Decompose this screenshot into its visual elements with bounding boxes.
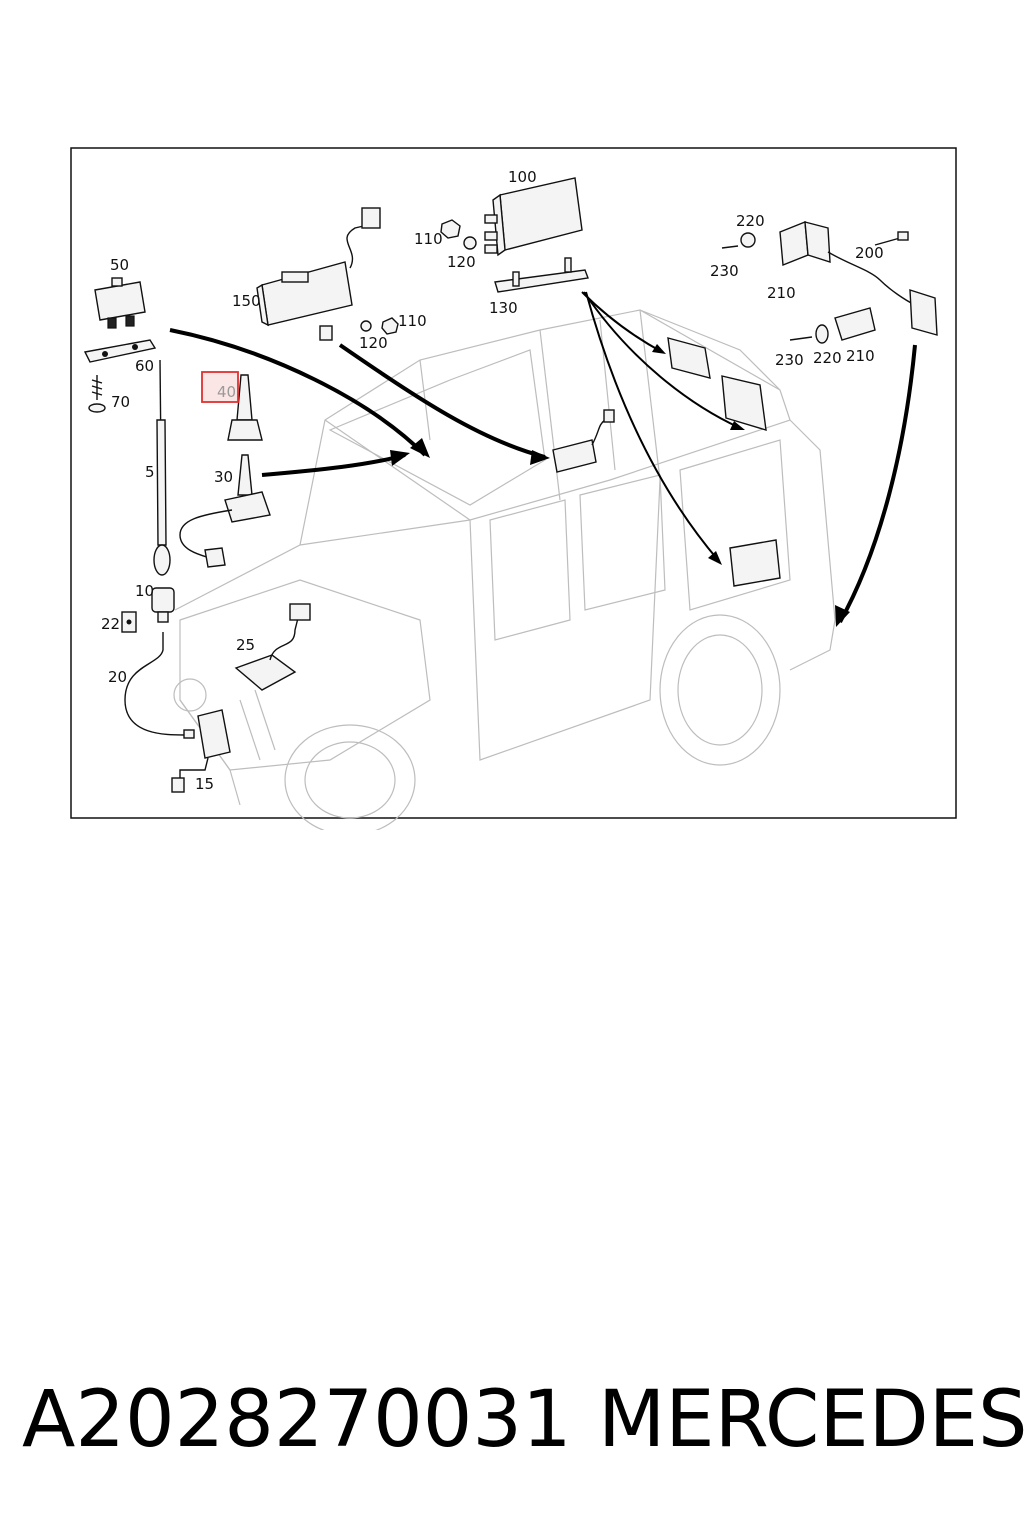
arrow-head — [390, 450, 410, 466]
arrow-right-bracket — [838, 344, 917, 623]
callout-120: 120 — [359, 334, 388, 352]
callout-210: 210 — [767, 284, 796, 302]
callout-200: 200 — [855, 244, 884, 262]
callout-40: 40 — [217, 383, 236, 401]
callout-100: 100 — [508, 168, 537, 186]
callout-50: 50 — [110, 256, 129, 274]
antenna-mast-40 — [227, 374, 263, 441]
washer-220-bottom — [789, 324, 829, 344]
callout-15: 15 — [195, 775, 214, 793]
antenna-base-30 — [179, 454, 271, 568]
arrow-head — [835, 605, 850, 627]
callout-220: 220 — [736, 212, 765, 230]
callout-25: 25 — [236, 636, 255, 654]
callout-5: 5 — [145, 463, 155, 481]
callout-110: 110 — [414, 230, 443, 248]
callout-210: 210 — [846, 347, 875, 365]
diagram-border — [70, 147, 957, 819]
arrow-relay-to-car — [169, 328, 427, 457]
callout-230: 230 — [775, 351, 804, 369]
module-center — [552, 409, 615, 473]
bracket-210-top — [779, 221, 916, 306]
arrow-head — [410, 438, 430, 458]
module-right-top — [667, 337, 781, 587]
plate-60 — [83, 339, 157, 363]
callout-220: 220 — [813, 349, 842, 367]
brand-name: MERCEDES — [598, 1375, 1024, 1465]
callout-30: 30 — [214, 468, 233, 486]
clip-22 — [121, 611, 137, 633]
arrow-head — [530, 450, 550, 465]
module-15 — [171, 709, 231, 793]
arrow-150-to-car — [338, 343, 546, 459]
part-number: A2028270031 — [22, 1375, 572, 1465]
callout-10: 10 — [135, 582, 154, 600]
callout-120: 120 — [447, 253, 476, 271]
washer-220-top — [721, 232, 756, 249]
cable-20 — [124, 632, 195, 739]
relay-50 — [94, 277, 146, 329]
callout-70: 70 — [111, 393, 130, 411]
bracket-130 — [494, 257, 589, 293]
arrow-130-b — [583, 291, 741, 429]
arrow-head — [652, 344, 666, 354]
parts-diagram: 100 110 120 130 150 110 120 50 60 70 40 … — [70, 147, 957, 830]
module-100 — [484, 177, 583, 257]
screw-70 — [88, 375, 106, 413]
callout-60: 60 — [135, 357, 154, 375]
callout-110: 110 — [398, 312, 427, 330]
callout-130: 130 — [489, 299, 518, 317]
puck-antenna-25 — [234, 603, 311, 691]
callout-230: 230 — [710, 262, 739, 280]
antenna-base-10 — [151, 587, 175, 623]
highlight-box-40 — [201, 371, 239, 403]
vehicle-outline — [173, 309, 836, 830]
callout-22: 22 — [101, 615, 120, 633]
footer-caption: A2028270031 MERCEDES — [0, 1365, 1024, 1475]
bracket-210-bottom — [834, 289, 938, 341]
callout-150: 150 — [232, 292, 261, 310]
callout-20: 20 — [108, 668, 127, 686]
arrow-head — [730, 421, 745, 430]
nut-110-top — [440, 219, 477, 250]
module-150 — [256, 207, 399, 341]
arrow-head — [708, 551, 722, 565]
rod-antenna-5 — [153, 359, 171, 576]
arrow-130-c — [585, 291, 719, 561]
